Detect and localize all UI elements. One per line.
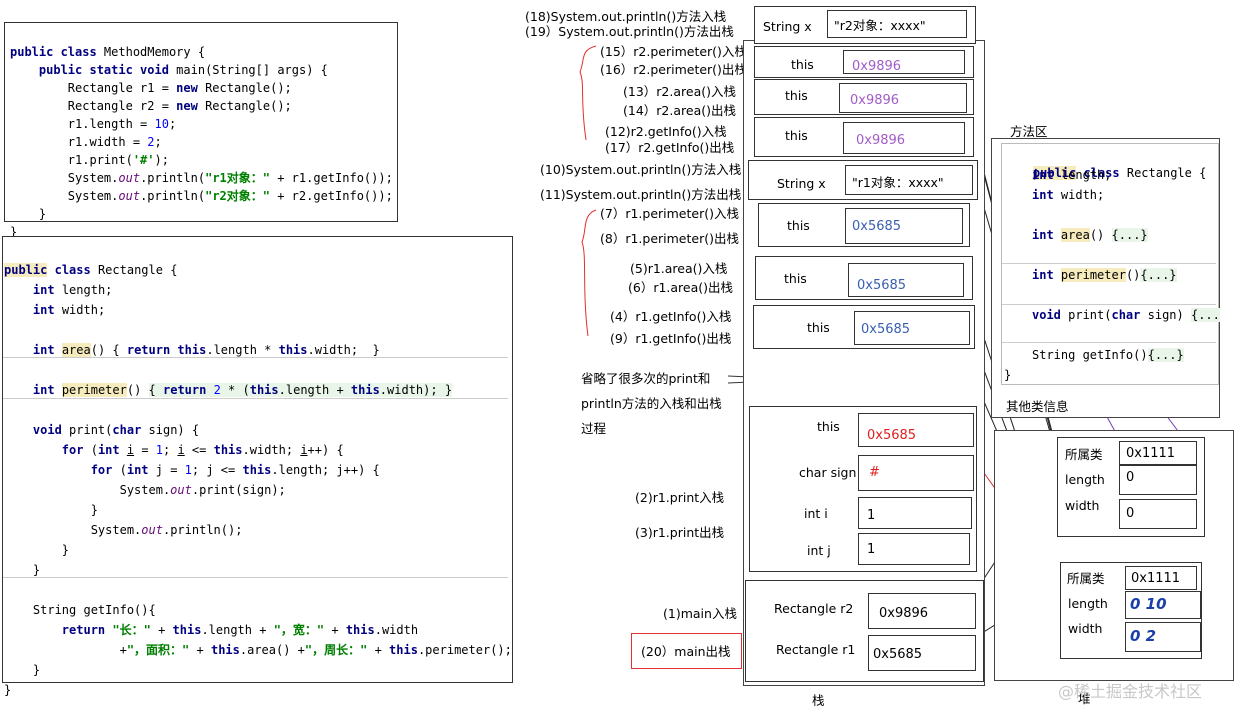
addr-r1-d: 0x5685 bbox=[867, 428, 917, 443]
rect-r1-label: Rectangle r1 bbox=[776, 642, 856, 657]
omit-note-3: 过程 bbox=[581, 421, 607, 436]
frame-r2-getinfo: this 0x9896 bbox=[754, 117, 974, 157]
frame-println-r2: String x "r2对象：xxxx" bbox=[754, 6, 976, 44]
label-14: (14）r2.area()出栈 bbox=[623, 103, 736, 118]
label-9: (9）r1.getInfo()出栈 bbox=[610, 331, 732, 346]
label-2: (2)r1.print入栈 bbox=[635, 490, 725, 505]
heap-r2-class: 0x1111 bbox=[1126, 446, 1176, 461]
label-16: (16）r2.perimeter()出栈 bbox=[600, 62, 747, 77]
frame-r1-perimeter: this 0x5685 bbox=[758, 203, 970, 247]
rect-r1-value: 0x5685 bbox=[873, 647, 923, 662]
method-area-title: 方法区 bbox=[1010, 124, 1048, 139]
rectangle-code-box: public class Rectangle { int length; int… bbox=[2, 236, 513, 697]
stack-title: 栈 bbox=[812, 693, 825, 708]
method-area-box: public class Rectangle { int length; int… bbox=[991, 138, 1220, 418]
heap-r1-class: 0x1111 bbox=[1131, 571, 1181, 586]
heap-r1-width: 0 2 bbox=[1130, 627, 1157, 645]
int-i-label: int i bbox=[804, 506, 828, 521]
int-j-label: int j bbox=[807, 543, 831, 558]
label-11: (11)System.out.println()方法出栈 bbox=[540, 187, 742, 202]
int-j-value: 1 bbox=[867, 542, 876, 557]
string-x-r2: "r2对象：xxxx" bbox=[834, 18, 926, 33]
addr-r2-a: 0x9896 bbox=[852, 59, 902, 74]
label-20: (20）main出栈 bbox=[641, 644, 731, 659]
label-12: (12)r2.getInfo()入栈 bbox=[605, 124, 727, 139]
heap-object-r2: 所属类 0x1111 length 0 width 0 bbox=[1057, 437, 1205, 537]
frame-r2-area: this 0x9896 bbox=[754, 79, 974, 115]
addr-r2-c: 0x9896 bbox=[856, 133, 906, 148]
omit-note-2: println方法的入栈和出栈 bbox=[581, 396, 722, 411]
frame-println-r1: String x "r1对象：xxxx" bbox=[748, 160, 978, 200]
frame-r1-area: this 0x5685 bbox=[755, 256, 973, 300]
method-memory-code: public class MethodMemory { public stati… bbox=[10, 45, 393, 239]
char-sign-value: # bbox=[869, 465, 880, 480]
label-15: (15）r2.perimeter()入栈 bbox=[600, 44, 747, 59]
label-5: (5)r1.area()入栈 bbox=[630, 261, 728, 276]
label-1: (1)main入栈 bbox=[663, 606, 737, 621]
addr-r1-c: 0x5685 bbox=[861, 322, 911, 337]
frame-r1-print: this 0x5685 char sign # int i 1 int j 1 bbox=[749, 406, 977, 572]
rect-r2-value: 0x9896 bbox=[879, 606, 929, 621]
addr-r1-a: 0x5685 bbox=[852, 219, 902, 234]
label-13: (13）r2.area()入栈 bbox=[623, 84, 736, 99]
label-4: (4）r1.getInfo()入栈 bbox=[610, 309, 732, 324]
method-area-class bbox=[1001, 143, 1219, 385]
frame-r1-getinfo: this 0x5685 bbox=[753, 305, 975, 349]
heap-r2-width: 0 bbox=[1126, 506, 1135, 521]
label-18: (18)System.out.println()方法入栈 bbox=[525, 9, 727, 24]
addr-r1-b: 0x5685 bbox=[857, 278, 907, 293]
label-3: (3)r1.print出栈 bbox=[635, 525, 725, 540]
heap-title: 堆 bbox=[1078, 691, 1091, 706]
method-area-other: 其他类信息 bbox=[1006, 399, 1069, 414]
rect-r2-label: Rectangle r2 bbox=[774, 601, 854, 616]
string-x-r1: "r1对象：xxxx" bbox=[852, 175, 944, 190]
label-7: (7）r1.perimeter()入栈 bbox=[600, 206, 739, 221]
int-i-value: 1 bbox=[867, 508, 876, 523]
frame-main: Rectangle r2 0x9896 Rectangle r1 0x5685 bbox=[745, 580, 984, 682]
frame-r2-perimeter: this 0x9896 bbox=[754, 46, 974, 78]
label-19: (19）System.out.println()方法出栈 bbox=[525, 24, 734, 39]
method-memory-code-box: public class MethodMemory { public stati… bbox=[4, 22, 398, 239]
label-10: (10)System.out.println()方法入栈 bbox=[540, 162, 742, 177]
char-sign-label: char sign bbox=[799, 465, 857, 480]
heap-r1-length: 0 10 bbox=[1130, 595, 1167, 613]
main-exit-box bbox=[631, 633, 742, 669]
label-6: (6）r1.area()出栈 bbox=[628, 280, 734, 295]
watermark: @稀土掘金技术社区 bbox=[1058, 682, 1203, 701]
label-8: (8）r1.perimeter()出栈 bbox=[600, 231, 739, 246]
heap-r2-length: 0 bbox=[1126, 470, 1135, 485]
heap-object-r1: 所属类 0x1111 length 0 10 width 0 2 bbox=[1060, 562, 1202, 659]
label-17: (17）r2.getInfo()出栈 bbox=[605, 140, 735, 155]
omit-note-1: 省略了很多次的print和 bbox=[581, 371, 711, 386]
addr-r2-b: 0x9896 bbox=[850, 93, 900, 108]
rectangle-code: public class Rectangle { int length; int… bbox=[4, 263, 512, 697]
